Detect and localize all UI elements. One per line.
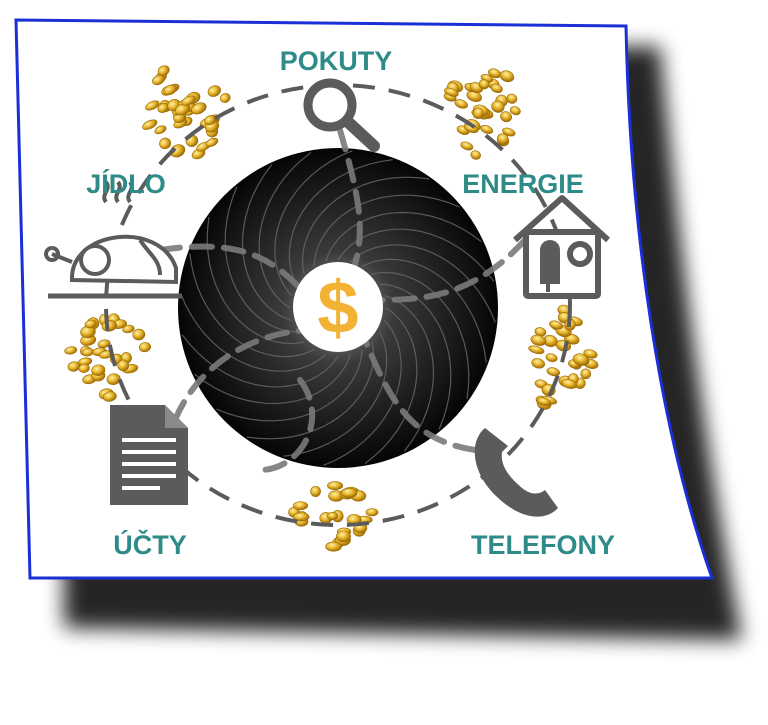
- label-jidlo: JÍDLO: [86, 168, 166, 199]
- dollar-disc: [293, 262, 383, 352]
- label-pokuty: POKUTY: [280, 46, 393, 76]
- house-icon: [513, 195, 611, 299]
- document-icon: [110, 405, 188, 505]
- dollar-icon: $: [317, 266, 358, 349]
- label-energie: ENERGIE: [462, 169, 584, 199]
- label-ucty: ÚČTY: [113, 529, 187, 560]
- magnifier-icon: [303, 78, 380, 152]
- phone-icon: [474, 428, 558, 517]
- roast-chicken-icon: [44, 180, 182, 299]
- label-telefony: TELEFONY: [471, 530, 615, 560]
